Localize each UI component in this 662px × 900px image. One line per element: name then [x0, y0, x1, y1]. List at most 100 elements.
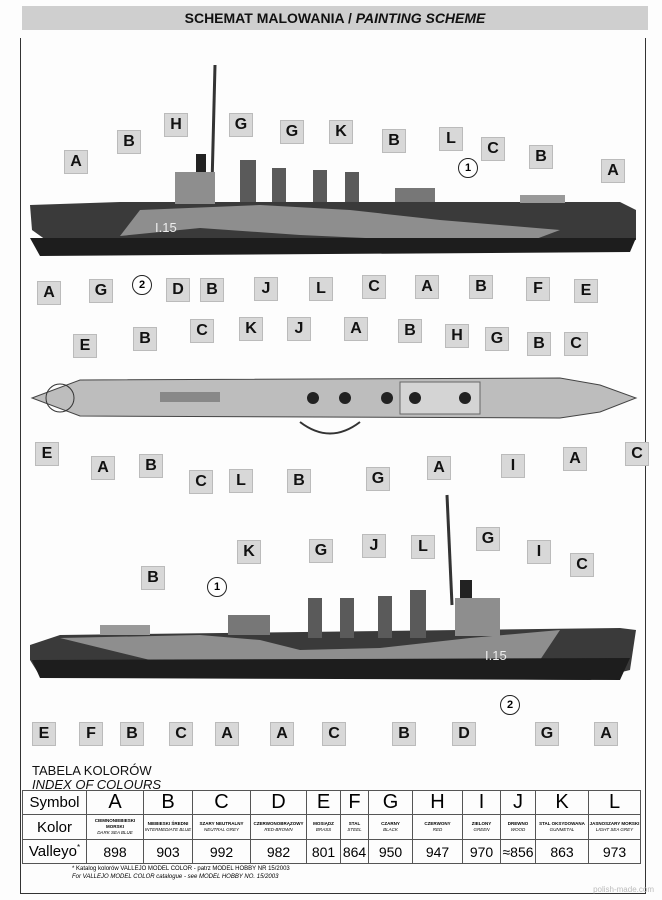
row-header-vallejo: Valleyo* [22, 839, 87, 864]
colour-name-pl: MOSIĄDZ [313, 821, 334, 826]
vallejo-code-cell: 903 [143, 839, 193, 864]
color-label-top: I [501, 454, 525, 478]
detail-callout-side_starboard: 2 [132, 275, 152, 295]
table-subtitle: INDEX OF COLOURS [32, 777, 162, 792]
colour-name-en: LIGHT SEA GREY [595, 827, 634, 832]
colour-name-en: GUNMETAL [549, 827, 575, 832]
color-label-top: A [563, 447, 587, 471]
color-label-side_port: L [411, 535, 435, 559]
color-label-side_port: E [32, 722, 56, 746]
colour-name-en: INTERMEDIATE BLUE [144, 827, 192, 832]
color-label-side_starboard: G [280, 120, 304, 144]
symbol-cell: K [535, 790, 589, 815]
colour-name-pl: SZARY NEUTRALNY [199, 821, 244, 826]
color-label-side_port: A [594, 722, 618, 746]
symbol-cell: H [412, 790, 463, 815]
colour-name-en: RED-BROWN [264, 827, 293, 832]
color-label-side_port: C [322, 722, 346, 746]
colour-name-pl: DREWNO [507, 821, 529, 826]
color-label-top: H [445, 324, 469, 348]
colour-name-en: NEUTRAL GREY [204, 827, 239, 832]
color-label-side_port: C [570, 553, 594, 577]
color-label-side_port: A [215, 722, 239, 746]
symbol-cell: L [588, 790, 641, 815]
color-label-top: L [229, 469, 253, 493]
color-label-side_port: B [141, 566, 165, 590]
color-label-side_port: G [309, 539, 333, 563]
color-label-side_starboard: A [601, 159, 625, 183]
color-label-top: A [91, 456, 115, 480]
color-label-side_port: I [527, 540, 551, 564]
color-label-top: A [344, 317, 368, 341]
symbol-cell: E [306, 790, 341, 815]
ship-top-view [30, 377, 638, 435]
color-label-side_port: G [476, 527, 500, 551]
color-label-side_port: B [120, 722, 144, 746]
color-label-top: B [139, 454, 163, 478]
colour-name-en: WOOD [510, 827, 526, 832]
vallejo-code-cell: 947 [412, 839, 463, 864]
colour-name-en: STEEL [347, 827, 362, 832]
colour-name-pl: ZIELONY [471, 821, 492, 826]
color-label-side_starboard: K [329, 120, 353, 144]
symbol-cell: I [462, 790, 501, 815]
color-label-side_port: A [270, 722, 294, 746]
color-label-side_port: F [79, 722, 103, 746]
asterisk: * [76, 843, 81, 852]
color-label-top: A [427, 456, 451, 480]
color-label-side_starboard: F [526, 277, 550, 301]
color-label-side_starboard: D [166, 278, 190, 302]
color-label-top: G [366, 467, 390, 491]
color-label-side_starboard: L [439, 127, 463, 151]
color-label-side_starboard: B [529, 145, 553, 169]
color-label-top: E [73, 334, 97, 358]
watermark: polish-made.com [593, 885, 654, 894]
colour-name-pl: STAL OKSYDOWANA [539, 821, 585, 826]
color-label-side_starboard: A [415, 275, 439, 299]
symbol-cell: J [500, 790, 536, 815]
colour-name-en: RED [432, 827, 443, 832]
colour-name-en: GREEN [473, 827, 490, 832]
color-label-side_starboard: G [229, 113, 253, 137]
symbol-cell: B [143, 790, 193, 815]
colour-name-en: BRASS [315, 827, 332, 832]
detail-callout-side_starboard: 1 [458, 158, 478, 178]
colour-name-pl: STAL [348, 821, 361, 826]
footnote-en: For VALLEJO MODEL COLOR catalogue - see … [72, 874, 279, 880]
footnote-pl: * Katalog kolorów VALLEJO MODEL COLOR - … [72, 866, 290, 872]
color-label-top: B [133, 327, 157, 351]
color-label-top: C [564, 332, 588, 356]
color-label-top: C [190, 319, 214, 343]
colour-name-pl: JASNOSZARY MORSKI [589, 821, 640, 826]
color-label-side_port: B [392, 722, 416, 746]
title-italic: PAINTING SCHEME [355, 10, 486, 26]
symbol-cell: F [340, 790, 369, 815]
color-label-side_port: J [362, 534, 386, 558]
ship-side-view-port: I.15 [30, 494, 636, 680]
color-label-side_starboard: J [254, 277, 278, 301]
color-label-top: J [287, 317, 311, 341]
symbol-cell: D [250, 790, 307, 815]
color-label-side_starboard: A [64, 150, 88, 174]
colour-name-pl: CIEMNONIEBIESKI MORSKI [94, 818, 136, 829]
color-label-side_starboard: C [362, 275, 386, 299]
color-label-top: B [398, 319, 422, 343]
color-label-top: B [287, 469, 311, 493]
symbol-cell: C [192, 790, 251, 815]
symbol-cell: G [368, 790, 413, 815]
color-label-side_port: G [535, 722, 559, 746]
page-frame [20, 38, 646, 894]
row-header-kolor: Kolor [22, 814, 87, 840]
